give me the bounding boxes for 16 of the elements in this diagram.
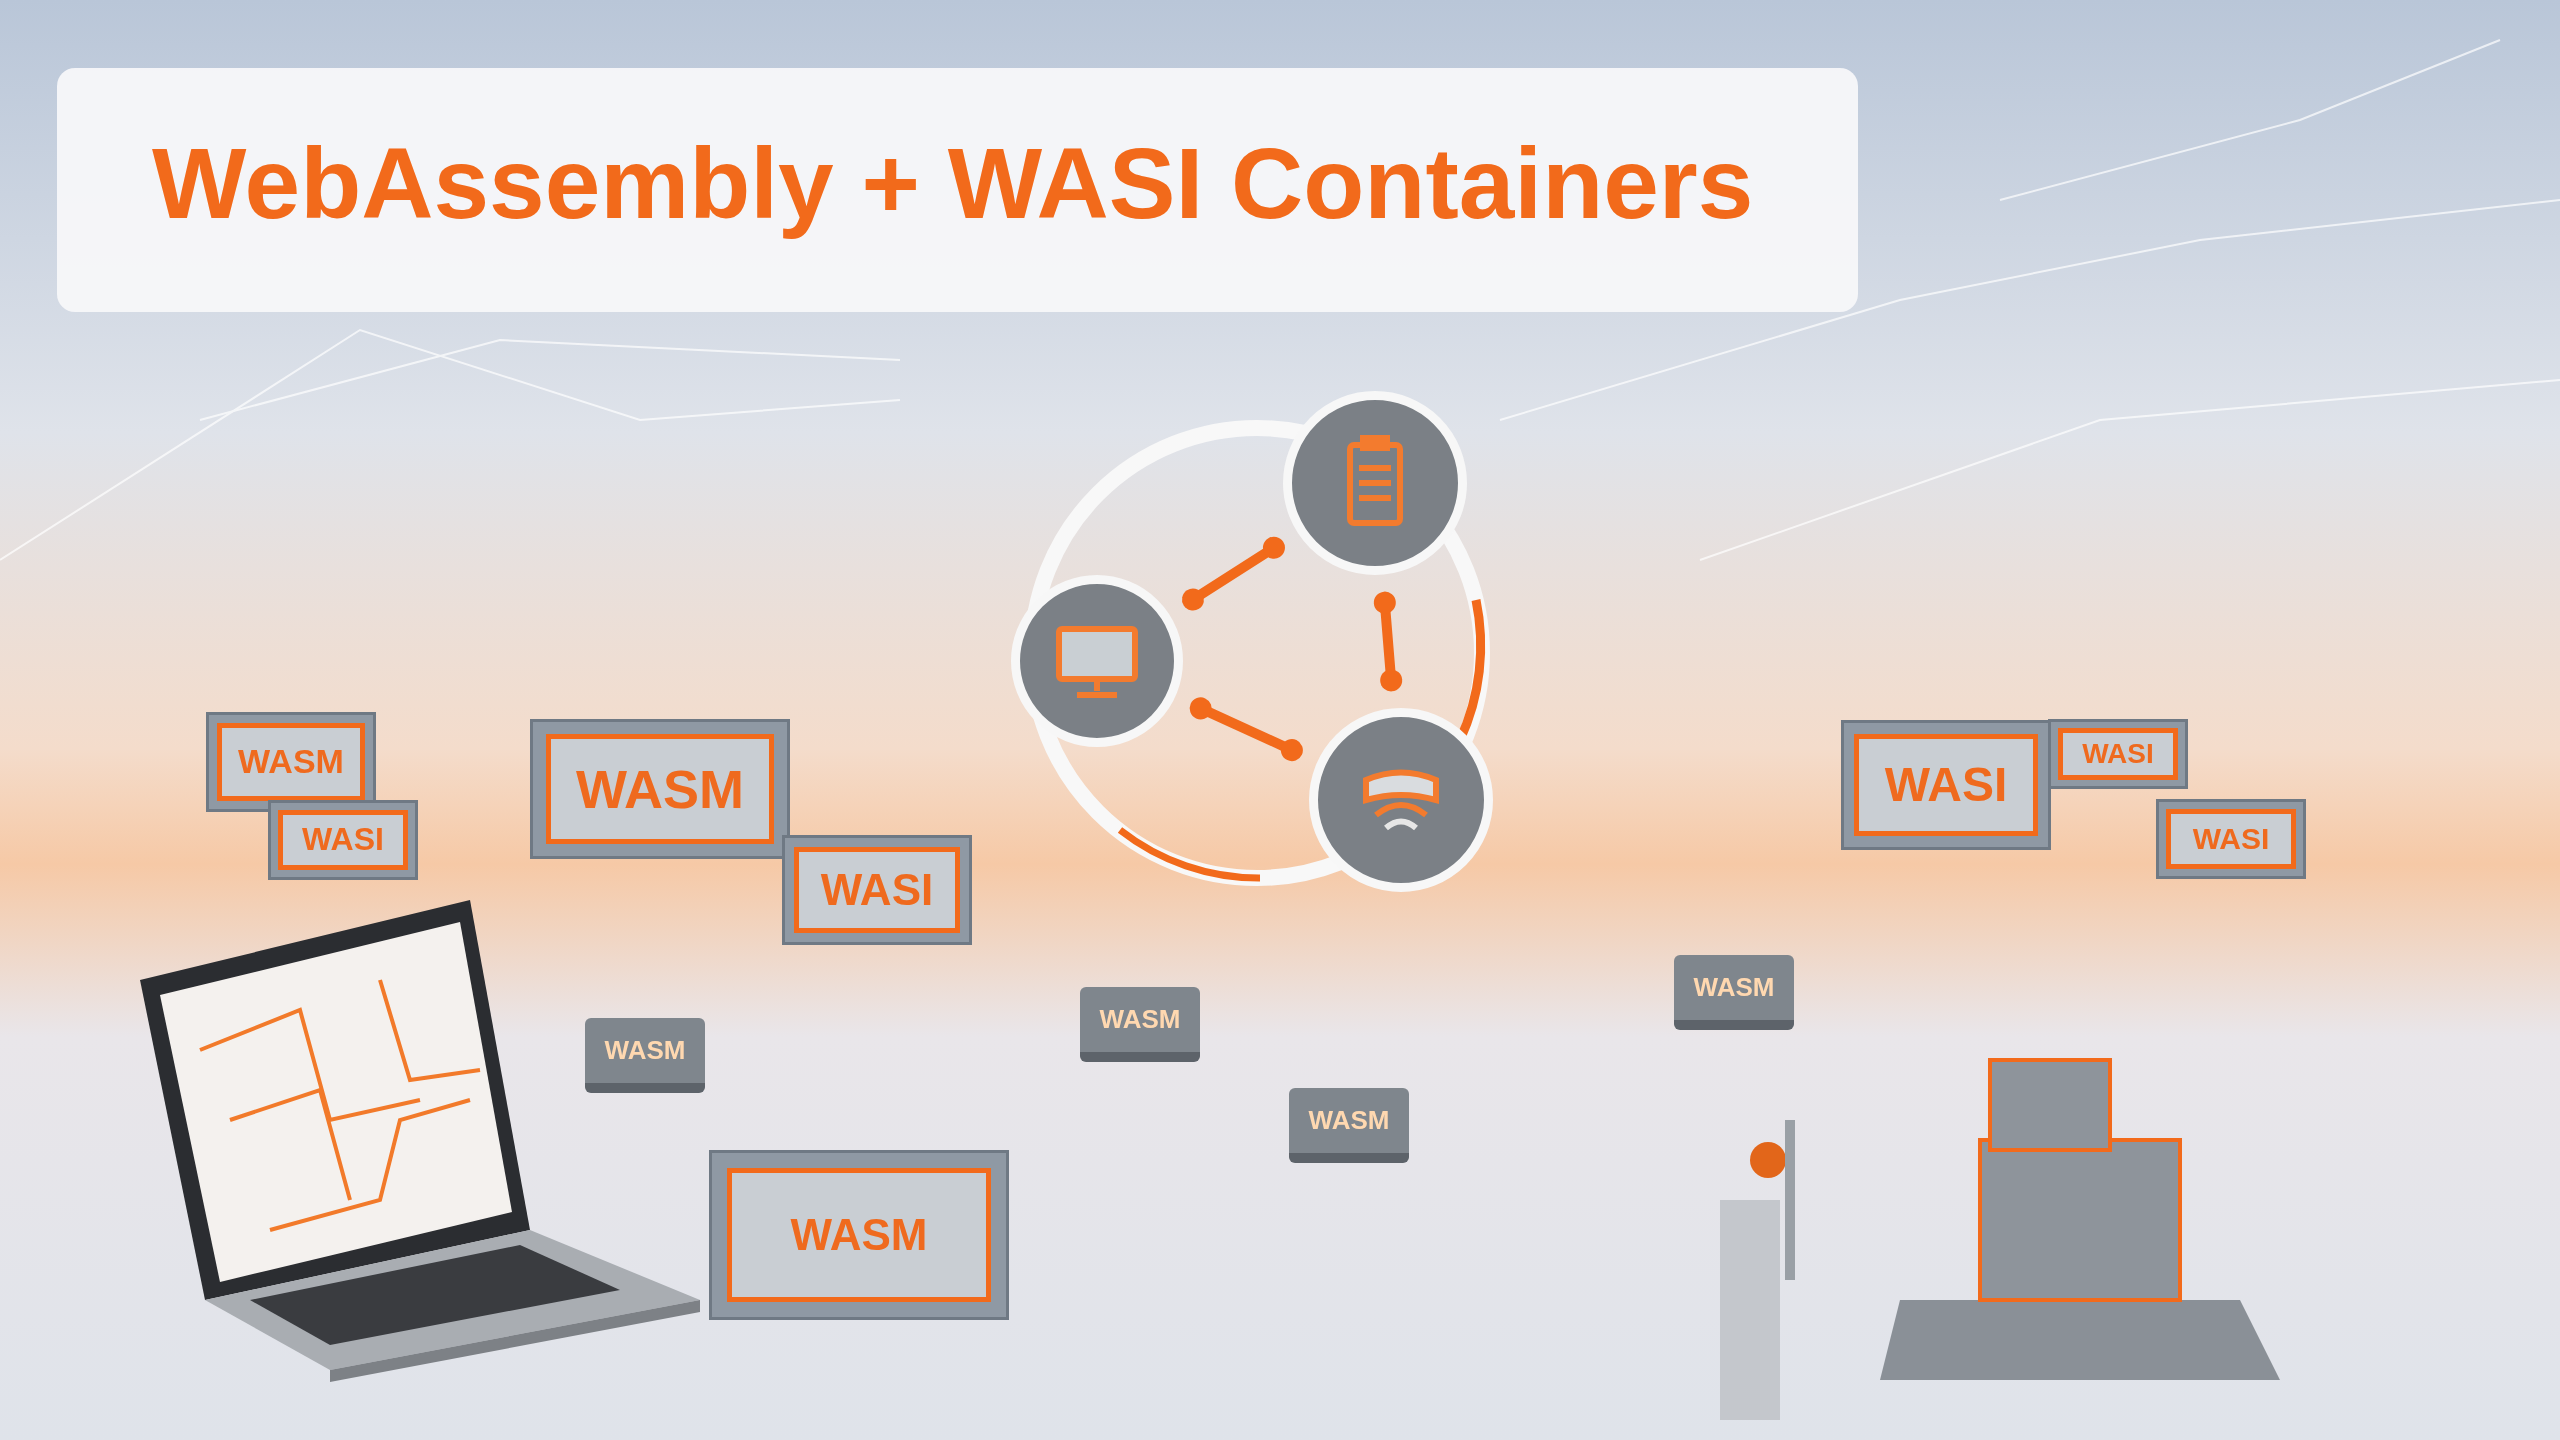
container-label: WASM	[1099, 1004, 1181, 1035]
connector-line	[1189, 697, 1303, 762]
connector-line	[1182, 536, 1285, 611]
container-label: WASM	[576, 758, 744, 820]
container-label: WASI	[302, 821, 384, 859]
connector-line	[1373, 591, 1403, 692]
container-label: WASI	[820, 865, 934, 915]
container-label: WASM	[604, 1035, 686, 1066]
container-label: WASI	[1884, 757, 2008, 813]
container-label: WASM	[1308, 1105, 1390, 1136]
container-label: WASM	[1693, 972, 1775, 1003]
container-label: WASI	[2192, 822, 2270, 856]
container-label: WASM	[790, 1210, 928, 1260]
container-label: WASM	[238, 742, 344, 782]
container-label: WASI	[2082, 738, 2154, 770]
title: WebAssembly + WASI Containers	[152, 128, 1754, 238]
